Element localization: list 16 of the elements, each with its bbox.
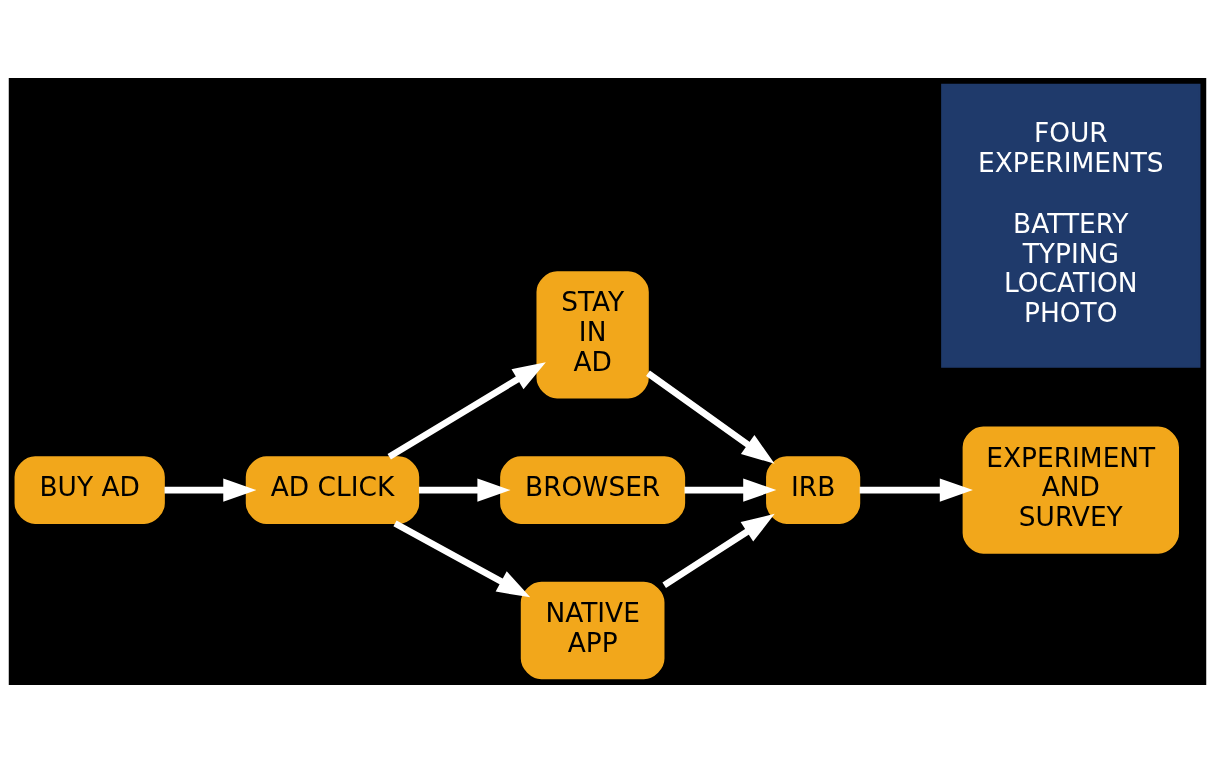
arrow xyxy=(662,513,775,589)
node-box: BUY AD xyxy=(14,456,165,524)
node-box: AD CLICK xyxy=(245,456,420,524)
node-box: STAY IN AD xyxy=(536,271,649,399)
arrow xyxy=(164,478,257,502)
node-box: BROWSER xyxy=(500,456,686,524)
arrow xyxy=(387,362,546,460)
node-box: FOUR EXPERIMENTS BATTERY TYPING LOCATION PHOTO xyxy=(941,83,1201,368)
node-box: IRB xyxy=(766,456,861,524)
arrow xyxy=(646,370,775,464)
arrow xyxy=(418,478,511,502)
node-box: EXPERIMENT AND SURVEY xyxy=(962,426,1179,554)
arrow xyxy=(393,520,531,598)
arrow xyxy=(684,478,777,502)
arrow xyxy=(859,478,973,502)
node-box: NATIVE APP xyxy=(520,581,665,680)
